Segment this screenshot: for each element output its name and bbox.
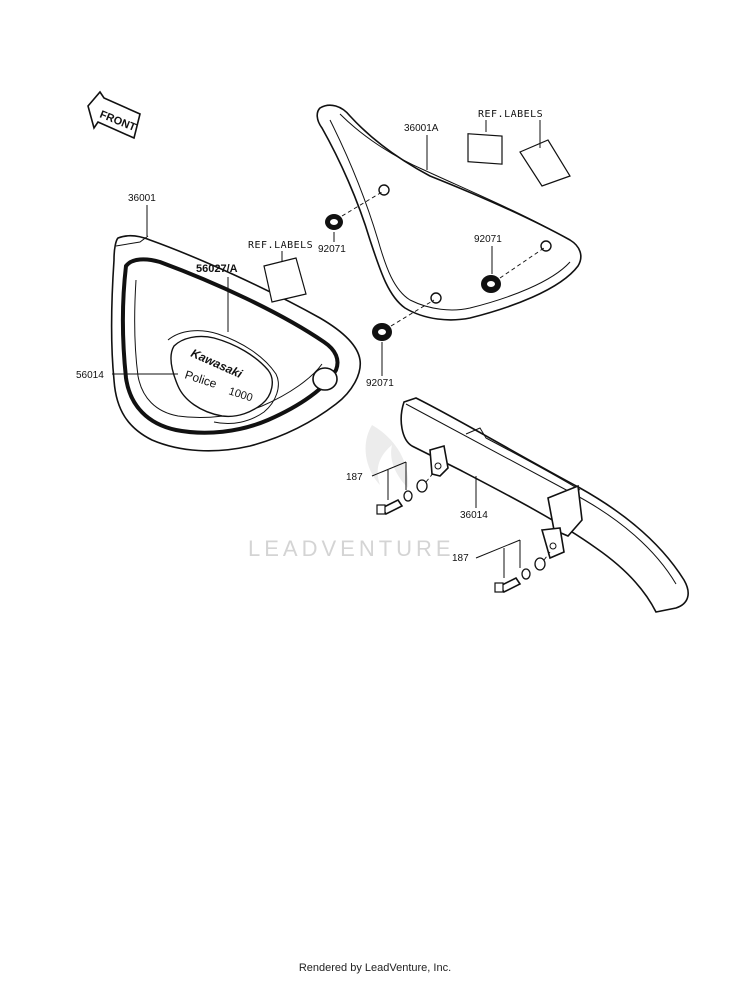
ref-labels-left-text: REF.LABELS [248,240,313,251]
front-arrow: FRONT [87,90,141,140]
grommet-92071-a [325,191,383,230]
label-56027a: 56027/A [196,263,238,275]
side-cover-right [316,104,582,321]
bolt-set-187-b [475,539,551,594]
label-36001: 36001 [128,193,156,204]
emblem-kawasaki-police: Kawasaki Police 1000 [167,330,279,425]
ref-labels-right-text: REF.LABELS [478,109,543,120]
bolt-set-187-a [371,461,435,516]
ref-labels-right: REF.LABELS [467,109,571,187]
watermark: LEADVENTURE [248,425,455,561]
label-92071-a: 92071 [318,244,346,255]
grommet-92071-b [481,247,545,293]
label-187-a: 187 [346,472,363,483]
label-56014: 56014 [76,370,104,381]
grommet-92071-c [372,299,435,341]
watermark-text: LEADVENTURE [248,536,455,561]
label-36001a: 36001A [404,123,439,134]
ref-labels-left: REF.LABELS [248,240,313,303]
footer-credit: Rendered by LeadVenture, Inc. [298,962,452,974]
chain-cover [400,397,689,613]
label-92071-c: 92071 [366,378,394,389]
label-36014: 36014 [460,510,488,521]
label-187-b: 187 [452,553,469,564]
label-92071-b: 92071 [474,234,502,245]
